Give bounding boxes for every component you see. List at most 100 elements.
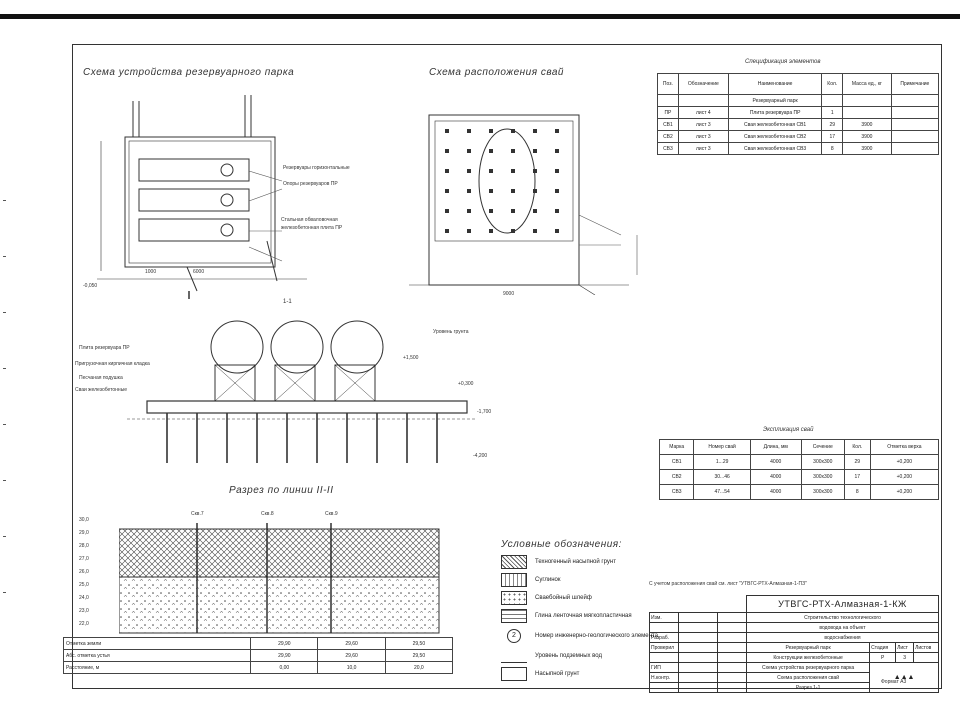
pile-marker xyxy=(445,209,449,213)
pile-marker xyxy=(445,149,449,153)
tank-label-1: Резервуары горизонтальные xyxy=(283,165,350,171)
piles-layout-title: Схема расположения свай xyxy=(429,67,564,78)
pile-marker xyxy=(511,149,515,153)
elev-minus-0050: -0,050 xyxy=(83,283,98,289)
depth-scale: 30,0 29,0 28,0 27,0 26,0 25,0 24,0 23,0 … xyxy=(79,517,89,627)
sec-label-4: Сваи железобетонные xyxy=(75,387,128,393)
pile-marker xyxy=(511,229,515,233)
spec-h-pos: Поз. xyxy=(657,73,679,95)
section-piles xyxy=(166,413,438,463)
pile-marker xyxy=(445,169,449,173)
legend-item: Сваебойный шлейф xyxy=(501,591,592,605)
spec-table: Поз. Обозначение Наименование Кол. Масса… xyxy=(657,73,940,155)
sec-label-1: Плита резервуара ПР xyxy=(79,345,130,351)
pile-marker xyxy=(489,149,493,153)
piles-layout-plan xyxy=(409,114,638,295)
pile-marker xyxy=(555,129,559,133)
pile-marker xyxy=(467,169,471,173)
pile-marker xyxy=(555,149,559,153)
pile-marker xyxy=(467,129,471,133)
legend-item: Суглинок xyxy=(501,573,561,587)
pile-marker xyxy=(511,209,515,213)
tank-label-4: железобетонная плита ПР xyxy=(281,225,343,231)
legend-swatch xyxy=(501,609,527,623)
section-2-2-drawing xyxy=(119,523,440,634)
pile-marker xyxy=(555,169,559,173)
doc-code: УТВГС-РТХ-Алмазная-1-КЖ xyxy=(746,595,939,613)
piles-table-title: Экспликация свай xyxy=(763,427,814,433)
pile-marker xyxy=(533,149,537,153)
tank-label-3: Стальная обваловочная xyxy=(281,217,338,223)
sec-label-2: Пригрузочная кирпичная кладка xyxy=(75,361,150,367)
spec-table-header: Поз. Обозначение Наименование Кол. Масса… xyxy=(657,73,940,95)
punch-marks xyxy=(3,200,9,648)
pile-marker xyxy=(511,129,515,133)
pile-marker xyxy=(467,189,471,193)
legend: Техногенный насыпной грунт Суглинок Свае… xyxy=(501,555,671,695)
legend-swatch xyxy=(501,591,527,605)
spec-group: Резервуарный парк xyxy=(727,94,823,107)
legend-item: Глина ленточная мягкопластичная xyxy=(501,609,632,623)
dim-6000: 6000 xyxy=(193,269,205,275)
spec-title: Спецификация элементов xyxy=(745,59,821,65)
well-9: Скв.9 xyxy=(325,511,338,517)
legend-swatch xyxy=(501,667,527,681)
pile-marker xyxy=(445,229,449,233)
section-2-2-title: Разрез по линии II-II xyxy=(229,485,334,496)
pile-marker xyxy=(533,169,537,173)
pile-marker xyxy=(489,189,493,193)
top-border-bar xyxy=(0,14,960,19)
section-1-1-drawing xyxy=(127,320,477,463)
tank-park-title: Схема устройства резервуарного парка xyxy=(83,67,295,78)
sec-label-5: Уровень грунта xyxy=(433,329,469,335)
pile-markers xyxy=(445,129,559,233)
pile-marker xyxy=(489,169,493,173)
tank-label-2: Опоры резервуаров ПР xyxy=(283,181,338,187)
dim-9000: 9000 xyxy=(503,291,515,297)
pile-marker xyxy=(445,189,449,193)
pile-marker xyxy=(533,229,537,233)
pile-marker xyxy=(533,189,537,193)
spec-h-qty: Кол. xyxy=(821,73,844,95)
paper-format: Формат А3 xyxy=(881,679,907,685)
pile-marker xyxy=(555,229,559,233)
section-1-1-title: 1-1 xyxy=(283,299,292,305)
spec-h-note: Примечание xyxy=(890,73,940,95)
legend-swatch xyxy=(501,573,527,587)
pile-marker xyxy=(511,169,515,173)
pile-marker xyxy=(445,129,449,133)
spec-h-code: Обозначение xyxy=(677,73,729,95)
pile-marker xyxy=(489,229,493,233)
elev-plus-1500: +1,500 xyxy=(403,355,419,361)
pile-marker xyxy=(555,189,559,193)
dim-1000: 1000 xyxy=(145,269,157,275)
elev-minus-4200: -4,200 xyxy=(473,453,488,459)
spec-h-mass: Масса ед., кг xyxy=(842,73,892,95)
ige-number-icon: 2 xyxy=(507,629,521,643)
legend-title: Условные обозначения: xyxy=(501,539,622,550)
pile-marker xyxy=(467,229,471,233)
pile-marker xyxy=(489,129,493,133)
well-8: Скв.8 xyxy=(261,511,274,517)
pile-marker xyxy=(511,189,515,193)
pile-marker xyxy=(467,209,471,213)
elev-plus-0300: +0,300 xyxy=(458,381,474,387)
pile-marker xyxy=(467,149,471,153)
legend-item: Уровень подземных вод xyxy=(501,649,602,663)
sec-label-3: Песчаная подушка xyxy=(79,375,123,381)
drawing-sheet: Схема устройства резервуарного парка Рез… xyxy=(62,44,942,693)
legend-item: Техногенный насыпной грунт xyxy=(501,555,616,569)
company-logo: ▲▲▲ xyxy=(869,662,939,693)
